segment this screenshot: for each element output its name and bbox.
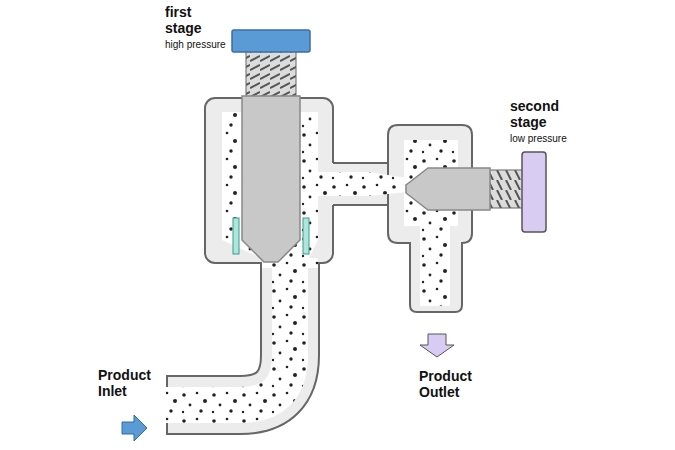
port-label: Product Inlet (98, 367, 160, 399)
inlet-pipe (166, 250, 290, 405)
pressure-note: low pressure (510, 133, 630, 145)
second-stage-chamber (404, 140, 458, 306)
valve-seat (303, 218, 309, 254)
first-stage-valve (242, 96, 300, 262)
second-stage-thread (488, 170, 524, 208)
port-label: Product Outlet (419, 368, 481, 400)
pressure-note: high pressure (165, 39, 285, 51)
inlet-arrow (122, 415, 147, 441)
first-stage-thread (246, 50, 296, 100)
second-stage-housing (388, 125, 472, 312)
first-stage-cap (232, 30, 310, 52)
stage-title: first stage (165, 4, 225, 36)
channel-flow (316, 172, 406, 196)
second-stage-valve (406, 168, 490, 210)
outlet-arrow (420, 334, 454, 357)
second-stage-cap (522, 152, 546, 232)
stage-title: second stage (510, 98, 580, 130)
valve-seat (233, 218, 239, 254)
